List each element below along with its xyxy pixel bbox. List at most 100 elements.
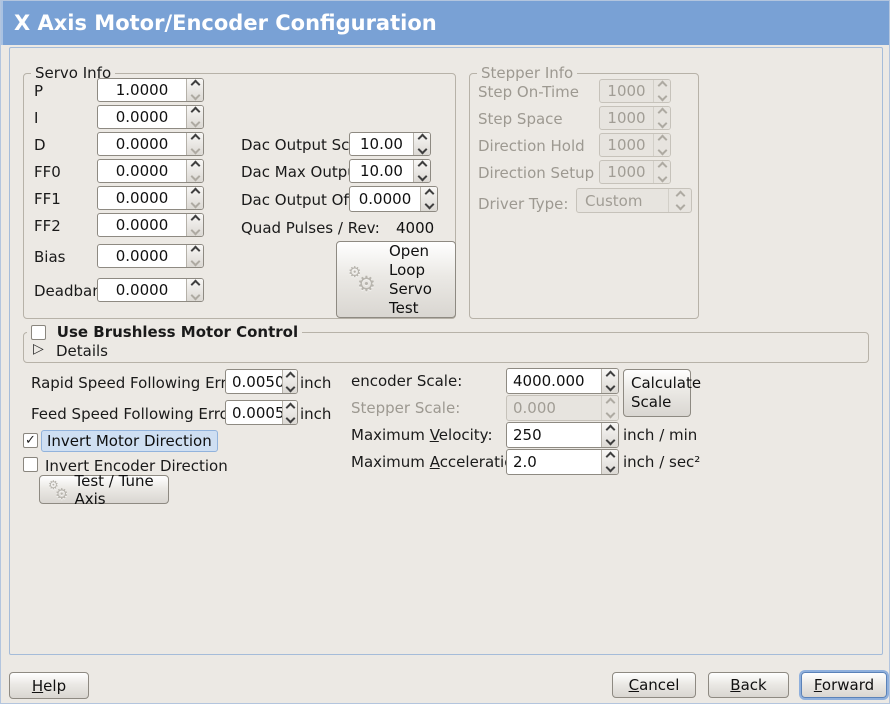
dac-output-offset-value[interactable]: 0.0000 (358, 190, 412, 208)
spin-down-icon[interactable] (417, 171, 427, 182)
spin-up-icon[interactable] (605, 424, 615, 435)
invert-encoder-direction-label[interactable]: Invert Encoder Direction (45, 457, 228, 475)
dac-output-offset-spinbox[interactable]: 0.0000 (349, 186, 438, 212)
spin-up-icon[interactable] (424, 188, 434, 199)
spin-up-icon[interactable] (417, 133, 427, 144)
d-spinbox[interactable]: 0.0000 (97, 132, 204, 156)
feed-following-error-spinner[interactable] (282, 401, 297, 424)
feed-following-error-value[interactable]: 0.0005 (232, 403, 282, 422)
test-tune-axis-button[interactable]: ⚙ ⚙ Test / Tune Axis (39, 472, 169, 508)
use-brushless-checkbox[interactable] (31, 325, 46, 340)
spin-up-icon[interactable] (190, 214, 200, 225)
spin-up-icon[interactable] (190, 133, 200, 144)
ff1-spinner[interactable] (186, 187, 203, 209)
spin-up-icon[interactable] (605, 451, 615, 462)
details-expander-icon[interactable]: ▷ (33, 341, 44, 357)
help-button[interactable]: Help (9, 672, 89, 699)
calculate-scale-button[interactable]: Calculate Scale (623, 369, 701, 417)
ff1-value[interactable]: 0.0000 (115, 189, 169, 207)
feed-following-error-label: Feed Speed Following Error: (31, 405, 240, 423)
spin-down-icon[interactable] (190, 117, 200, 128)
spin-down-icon[interactable] (190, 90, 200, 101)
servo-info-frame (23, 73, 456, 319)
p-spinner[interactable] (186, 79, 203, 101)
spin-up-icon[interactable] (417, 160, 427, 171)
spin-down-icon[interactable] (190, 256, 200, 267)
bias-value[interactable]: 0.0000 (115, 247, 169, 265)
dac-output-scale-value[interactable]: 10.00 (360, 135, 403, 153)
spin-up-icon[interactable] (190, 79, 200, 90)
maximum-acceleration-spinbox[interactable]: 2.0 (506, 449, 619, 475)
feed-following-error-spinbox[interactable]: 0.0005 (225, 400, 298, 425)
maximum-velocity-spinbox[interactable]: 250 (506, 422, 619, 448)
bias-spinbox[interactable]: 0.0000 (97, 244, 204, 268)
dac-max-output-spinner[interactable] (413, 160, 430, 182)
spin-down-icon[interactable] (417, 144, 427, 155)
deadband-spinbox[interactable]: 0.0000 (97, 278, 204, 302)
spin-up-icon[interactable] (190, 106, 200, 117)
rapid-following-error-spinner[interactable] (282, 370, 297, 393)
p-spinbox[interactable]: 1.0000 (97, 78, 204, 102)
spin-down-icon[interactable] (285, 382, 295, 392)
spin-down-icon[interactable] (190, 198, 200, 209)
encoder-scale-value[interactable]: 4000.000 (513, 372, 585, 390)
spin-up-icon[interactable] (285, 402, 295, 412)
rapid-following-error-spinbox[interactable]: 0.0050 (225, 369, 298, 394)
deadband-value[interactable]: 0.0000 (115, 281, 169, 299)
dac-output-offset-spinner[interactable] (420, 187, 437, 211)
i-value[interactable]: 0.0000 (115, 108, 169, 126)
spin-down-icon[interactable] (190, 144, 200, 155)
ff2-value[interactable]: 0.0000 (115, 216, 169, 234)
ff2-spinbox[interactable]: 0.0000 (97, 213, 204, 237)
dac-max-output-value[interactable]: 10.00 (360, 162, 403, 180)
deadband-spinner[interactable] (186, 279, 203, 301)
encoder-scale-spinner[interactable] (601, 369, 618, 393)
spin-down-icon[interactable] (605, 462, 615, 473)
dac-output-scale-spinner[interactable] (413, 133, 430, 155)
ff0-spinbox[interactable]: 0.0000 (97, 159, 204, 183)
spin-up-icon[interactable] (190, 245, 200, 256)
dac-output-scale-spinbox[interactable]: 10.00 (349, 132, 431, 156)
back-button[interactable]: Back (708, 672, 789, 698)
spin-down-icon[interactable] (190, 171, 200, 182)
spin-down-icon[interactable] (190, 225, 200, 236)
ff1-spinbox[interactable]: 0.0000 (97, 186, 204, 210)
cancel-button[interactable]: Cancel (612, 672, 696, 698)
spin-up-icon[interactable] (190, 160, 200, 171)
spin-down-icon[interactable] (285, 413, 295, 423)
spin-up-icon[interactable] (605, 370, 615, 381)
rapid-following-error-value[interactable]: 0.0050 (232, 372, 282, 391)
maximum-acceleration-spinner[interactable] (601, 450, 618, 474)
invert-motor-direction-checkbox[interactable]: ✓ (23, 433, 38, 448)
spin-down-icon[interactable] (605, 381, 615, 392)
i-spinner[interactable] (186, 106, 203, 128)
forward-button[interactable]: Forward (801, 672, 887, 698)
ff0-spinner[interactable] (186, 160, 203, 182)
invert-motor-direction-label[interactable]: Invert Motor Direction (41, 430, 218, 452)
spin-up-icon[interactable] (285, 371, 295, 381)
spin-up-icon[interactable] (190, 279, 200, 290)
d-value[interactable]: 0.0000 (115, 135, 169, 153)
maximum-velocity-value[interactable]: 250 (513, 426, 542, 444)
driver-type-value: Custom (585, 191, 643, 210)
encoder-scale-spinbox[interactable]: 4000.000 (506, 368, 619, 394)
spin-down-icon[interactable] (424, 199, 434, 210)
i-spinbox[interactable]: 0.0000 (97, 105, 204, 129)
details-expander-label[interactable]: Details (56, 342, 109, 360)
maximum-velocity-spinner[interactable] (601, 423, 618, 447)
dac-max-output-spinbox[interactable]: 10.00 (349, 159, 431, 183)
invert-encoder-direction-checkbox[interactable] (23, 457, 38, 472)
spin-up-icon[interactable] (190, 187, 200, 198)
open-loop-servo-test-button[interactable]: ⚙ ⚙ Open Loop Servo Test (336, 241, 456, 318)
d-spinner[interactable] (186, 133, 203, 155)
dac-max-output-label: Dac Max Output: (241, 163, 368, 181)
spin-down-icon[interactable] (605, 435, 615, 446)
bias-spinner[interactable] (186, 245, 203, 267)
step-on-time-value: 1000 (607, 82, 646, 100)
maximum-acceleration-value[interactable]: 2.0 (513, 453, 537, 471)
spin-down-icon (657, 91, 667, 102)
ff2-spinner[interactable] (186, 214, 203, 236)
spin-down-icon[interactable] (190, 290, 200, 301)
p-value[interactable]: 1.0000 (115, 81, 169, 99)
ff0-value[interactable]: 0.0000 (115, 162, 169, 180)
